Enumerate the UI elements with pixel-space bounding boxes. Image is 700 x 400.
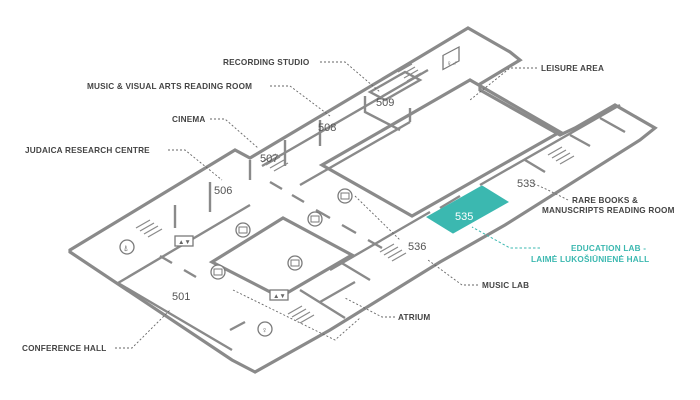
stair-506: [261, 153, 289, 172]
label-atrium: ATRIUM: [398, 313, 430, 322]
icons: ♀♂ ▲▼ ▲▼ ⍋: [119, 45, 460, 337]
label-music-lab: MUSIC LAB: [482, 281, 529, 290]
label-rare-books-line2: MANUSCRIPTS READING ROOM: [542, 206, 675, 215]
restroom-icon[interactable]: ♀♂: [442, 45, 460, 71]
label-recording-studio: RECORDING STUDIO: [223, 58, 310, 67]
svg-text:▲▼: ▲▼: [273, 293, 286, 300]
room-number-509: 509: [376, 97, 394, 109]
area-labels: RECORDING STUDIO MUSIC & VISUAL ARTS REA…: [22, 58, 675, 353]
label-conference-hall: CONFERENCE HALL: [22, 344, 106, 353]
label-rare-books-line1: RARE BOOKS &: [572, 196, 638, 205]
label-judaica: JUDAICA RESEARCH CENTRE: [25, 146, 150, 155]
svg-text:♀♂: ♀♂: [446, 59, 458, 68]
elevator-icon[interactable]: ▲▼: [174, 235, 194, 247]
room-number-536: 536: [408, 241, 426, 253]
library-icon[interactable]: [235, 222, 251, 238]
room-535-highlight[interactable]: [426, 185, 509, 234]
room-number-533: 533: [517, 178, 535, 190]
svg-text:⍋: ⍋: [124, 244, 129, 253]
room-number-508: 508: [318, 122, 336, 134]
elevator-icon[interactable]: ▲▼: [269, 289, 289, 301]
library-icon[interactable]: [337, 188, 353, 204]
room-number-501: 501: [172, 291, 190, 303]
building-walls: [68, 26, 658, 374]
library-icon[interactable]: [210, 264, 226, 280]
label-cinema: CINEMA: [172, 115, 206, 124]
room-number-507: 507: [260, 153, 278, 165]
library-icon[interactable]: [287, 255, 303, 271]
stair-north: [397, 63, 422, 82]
stair-music-lab: [379, 243, 407, 262]
stair-south: [287, 305, 315, 324]
label-leisure-area: LEISURE AREA: [541, 64, 604, 73]
stair-west: [135, 219, 163, 238]
restroom-icon[interactable]: ♀: [257, 321, 273, 337]
room-number-535: 535: [455, 211, 473, 223]
label-education-lab-line1: EDUCATION LAB -: [571, 244, 646, 253]
stairs: [135, 63, 575, 324]
accessible-icon[interactable]: ⍋: [119, 239, 135, 255]
library-icon[interactable]: [307, 211, 323, 227]
room-number-506: 506: [214, 185, 232, 197]
label-music-visual-arts: MUSIC & VISUAL ARTS READING ROOM: [87, 82, 252, 91]
room-numbers: 509 508 507 506 501 533 535 536: [172, 97, 535, 303]
stair-east: [547, 146, 575, 165]
svg-text:▲▼: ▲▼: [178, 239, 191, 246]
leader-lines: [115, 61, 569, 349]
label-education-lab-line2: LAIMĖ LUKOŠIŪNIENĖ HALL: [531, 253, 649, 264]
svg-text:♀: ♀: [262, 326, 268, 335]
